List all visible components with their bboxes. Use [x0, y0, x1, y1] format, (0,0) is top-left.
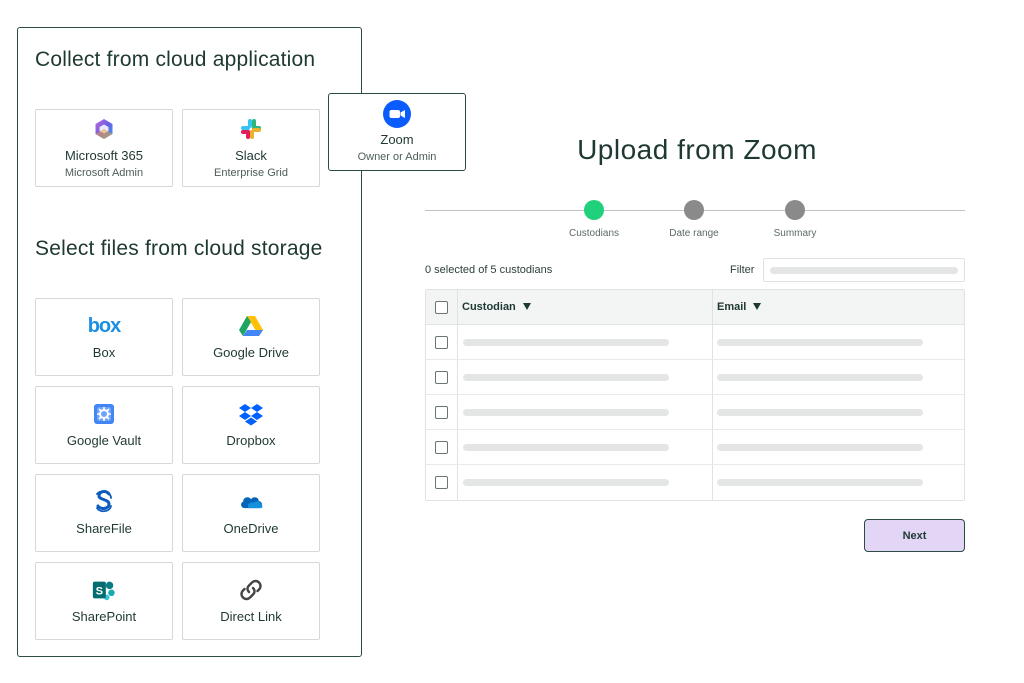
row-checkbox[interactable] [435, 336, 448, 349]
email-placeholder [717, 479, 923, 486]
card-name: Slack [235, 148, 267, 163]
card-name: Zoom [380, 132, 414, 147]
filter-input[interactable] [763, 258, 965, 282]
slack-icon [238, 116, 264, 142]
email-placeholder [717, 444, 923, 451]
dropbox-icon [238, 401, 264, 427]
selection-count: 0 selected of 5 custodians [425, 264, 553, 276]
table-row[interactable] [426, 430, 964, 465]
integration-panel: Collect from cloud application Microsoft… [17, 27, 362, 657]
table-row[interactable] [426, 465, 964, 500]
card-subtitle: Owner or Admin [357, 151, 437, 163]
box-card[interactable]: box Box [35, 298, 173, 376]
step-indicator-custodians[interactable] [584, 200, 604, 220]
custodian-placeholder [463, 479, 669, 486]
filter-placeholder [770, 267, 958, 274]
google-drive-icon [238, 313, 264, 339]
column-divider [457, 290, 458, 500]
slack-card[interactable]: Slack Enterprise Grid [182, 109, 320, 187]
table-row[interactable] [426, 395, 964, 430]
table-header: Custodian Email [426, 290, 964, 325]
sharepoint-icon: S [91, 577, 117, 603]
next-button[interactable]: Next [864, 519, 965, 552]
card-name: Google Vault [66, 433, 142, 448]
card-name: Dropbox [226, 433, 276, 448]
microsoft-365-icon [91, 116, 117, 142]
microsoft-365-card[interactable]: Microsoft 365 Microsoft Admin [35, 109, 173, 187]
step-indicator-summary[interactable] [785, 200, 805, 220]
custodian-placeholder [463, 339, 669, 346]
column-header-email[interactable]: Email [717, 301, 762, 313]
custodian-placeholder [463, 444, 669, 451]
table-row[interactable] [426, 325, 964, 360]
svg-text:S: S [96, 586, 103, 598]
table-row[interactable] [426, 360, 964, 395]
email-placeholder [717, 409, 923, 416]
cloud-application-heading: Collect from cloud application [35, 48, 316, 71]
card-name: Microsoft 365 [64, 148, 144, 163]
step-label-summary: Summary [773, 228, 817, 239]
cloud-storage-heading: Select files from cloud storage [35, 237, 323, 260]
card-name: ShareFile [76, 521, 132, 536]
step-label-date-range: Date range [669, 228, 719, 239]
card-name: OneDrive [223, 521, 279, 536]
zoom-icon [383, 100, 411, 128]
row-checkbox[interactable] [435, 371, 448, 384]
card-name: SharePoint [71, 609, 137, 624]
row-checkbox[interactable] [435, 406, 448, 419]
zoom-card[interactable]: Zoom Owner or Admin [328, 93, 466, 171]
page-title: Upload from Zoom [577, 134, 817, 165]
direct-link-card[interactable]: Direct Link [182, 562, 320, 640]
step-indicator-date-range[interactable] [684, 200, 704, 220]
card-subtitle: Microsoft Admin [64, 167, 144, 179]
filter-label: Filter [730, 264, 755, 276]
google-drive-card[interactable]: Google Drive [182, 298, 320, 376]
dropbox-card[interactable]: Dropbox [182, 386, 320, 464]
column-header-custodian[interactable]: Custodian [462, 301, 531, 313]
card-name: Google Drive [213, 345, 289, 360]
sort-down-icon [753, 303, 762, 310]
custodians-table: Custodian Email [425, 289, 965, 501]
link-icon [238, 577, 264, 603]
card-name: Box [92, 345, 116, 360]
onedrive-card[interactable]: OneDrive [182, 474, 320, 552]
row-checkbox[interactable] [435, 476, 448, 489]
custodian-placeholder [463, 409, 669, 416]
email-placeholder [717, 374, 923, 381]
email-placeholder [717, 339, 923, 346]
google-vault-card[interactable]: Google Vault [35, 386, 173, 464]
column-divider [712, 290, 713, 500]
google-vault-icon [91, 401, 117, 427]
custodian-placeholder [463, 374, 669, 381]
onedrive-icon [238, 489, 264, 515]
card-name: Direct Link [220, 609, 282, 624]
box-icon: box [87, 314, 122, 337]
sharefile-icon [91, 489, 117, 515]
sharefile-card[interactable]: ShareFile [35, 474, 173, 552]
step-label-custodians: Custodians [568, 228, 620, 239]
card-subtitle: Enterprise Grid [214, 167, 288, 179]
select-all-checkbox[interactable] [435, 301, 448, 314]
row-checkbox[interactable] [435, 441, 448, 454]
sharepoint-card[interactable]: S SharePoint [35, 562, 173, 640]
sort-down-icon [522, 303, 531, 310]
